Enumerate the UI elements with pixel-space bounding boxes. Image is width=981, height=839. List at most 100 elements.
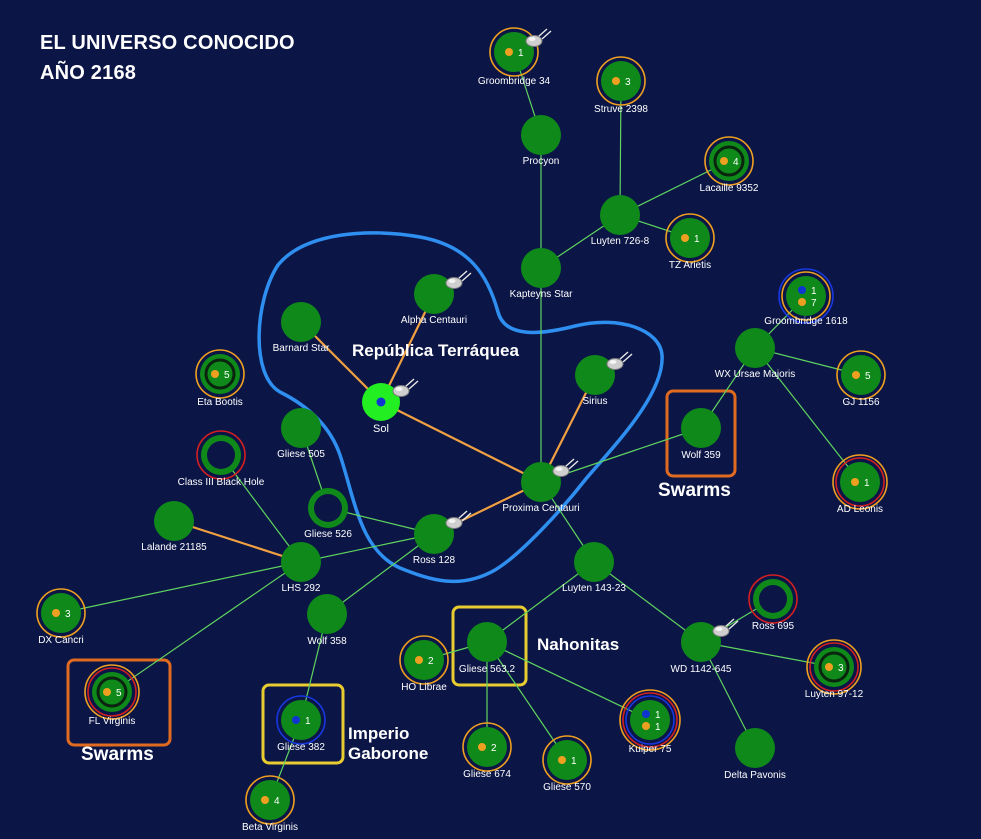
system-label: DX Cancri: [38, 635, 84, 646]
system-procyon[interactable]: Procyon: [521, 115, 561, 167]
system-gliese-563-2[interactable]: Gliese 563.2: [459, 622, 516, 675]
planet-icon: [681, 234, 689, 242]
system-ross-695[interactable]: Ross 695: [748, 574, 798, 632]
system-count: 2: [491, 743, 497, 754]
starship-icon: [712, 618, 739, 637]
system-luyten-143-23[interactable]: Luyten 143-23: [562, 542, 626, 594]
system-count: 1: [305, 716, 311, 727]
system-count: 5: [865, 371, 871, 382]
starship-icon: [445, 270, 472, 289]
system-label: Gliese 382: [277, 742, 325, 753]
lane-lhs-292-to-class-iii-black-hole: [220, 454, 302, 563]
lane-sol-to-proxima-centauri: [380, 401, 542, 483]
system-ring: [836, 350, 886, 400]
system-label: Gliese 674: [463, 769, 511, 780]
system-count: 1: [655, 710, 661, 721]
system-class-iii-black-hole[interactable]: Class III Black Hole: [178, 430, 265, 488]
system-proxima-centauri[interactable]: Proxima Centauri: [502, 458, 580, 514]
system-body: [681, 622, 721, 662]
system-alpha-centauri[interactable]: Alpha Centauri: [401, 270, 472, 326]
system-dx-cancri[interactable]: 3DX Cancri: [36, 588, 86, 646]
swarms-east-box: [665, 389, 737, 478]
planet-icon: [52, 609, 60, 617]
system-ross-128[interactable]: Ross 128: [413, 510, 472, 566]
system-luyten-726-8[interactable]: Luyten 726-8: [591, 195, 650, 247]
system-label: Luyten 143-23: [562, 583, 626, 594]
system-count: 4: [274, 796, 280, 807]
system-ring: [622, 692, 678, 748]
system-body: [521, 115, 561, 155]
system-label: Gliese 570: [543, 782, 591, 793]
starship-icon: [525, 28, 552, 47]
system-kapteyns-star[interactable]: Kapteyns Star: [510, 248, 573, 300]
system-label: WX Ursae Majoris: [715, 369, 796, 380]
system-sol[interactable]: Sol: [362, 378, 419, 435]
system-body: [735, 328, 775, 368]
planet-icon: [415, 656, 423, 664]
system-count: 4: [733, 157, 739, 168]
system-wolf-358[interactable]: Wolf 358: [307, 594, 347, 647]
system-count: 5: [224, 370, 230, 381]
system-barnard-star[interactable]: Barnard Star: [273, 302, 330, 354]
system-lhs-292[interactable]: LHS 292: [281, 542, 321, 594]
system-ring: [399, 635, 449, 685]
system-ring: [835, 457, 885, 507]
system-body: [735, 728, 775, 768]
system-label: Lacaille 9352: [700, 183, 759, 194]
system-ring: [462, 722, 512, 772]
system-wx-ursae-majoris[interactable]: WX Ursae Majoris: [715, 328, 796, 380]
system-label: Sirius: [582, 396, 607, 407]
system-label: LHS 292: [282, 583, 321, 594]
system-inner-ring: [96, 676, 128, 708]
lane-luyten-143-23-to-wd-1142-645: [593, 561, 702, 643]
system-label: Struve 2398: [594, 104, 648, 115]
system-wd-1142-645[interactable]: WD 1142-645: [671, 618, 739, 675]
system-ad-leonis[interactable]: 1AD Leonis: [832, 454, 888, 515]
system-ho-librae[interactable]: 2HO Librae: [399, 635, 449, 693]
system-wolf-359[interactable]: Wolf 359: [681, 408, 721, 461]
system-gj-1156[interactable]: 5GJ 1156: [836, 350, 886, 408]
system-delta-pavonis[interactable]: Delta Pavonis: [724, 728, 786, 781]
system-label: Gliese 526: [304, 529, 352, 540]
system-tz-arietis[interactable]: 1 TZ Arietis: [665, 213, 715, 271]
map-title-line1: EL UNIVERSO CONOCIDO: [40, 32, 295, 54]
planet-icon: [851, 478, 859, 486]
system-label: Ross 695: [752, 621, 795, 632]
system-fl-virginis[interactable]: 5FL Virginis: [84, 664, 140, 727]
planet-icon: [720, 157, 728, 165]
system-lalande-21185[interactable]: Lalande 21185: [141, 501, 207, 553]
system-body: [670, 218, 710, 258]
system-gliese-505[interactable]: Gliese 505: [277, 408, 325, 460]
system-ring: [84, 664, 140, 720]
system-ring: [245, 775, 295, 825]
system-sirius[interactable]: Sirius: [575, 351, 633, 407]
system-body: [681, 408, 721, 448]
planet-icon: [825, 663, 833, 671]
system-body: [281, 408, 321, 448]
system-inner-ring: [713, 145, 745, 177]
nahonitas-box: [451, 605, 528, 687]
system-label: TZ Arietis: [669, 260, 711, 271]
system-gliese-526[interactable]: Gliese 526: [304, 488, 352, 540]
system-ring: [665, 213, 715, 263]
system-label: HO Librae: [401, 682, 447, 693]
system-ring: [36, 588, 86, 638]
planet-icon: [852, 371, 860, 379]
system-label: Groombridge 1618: [764, 316, 848, 327]
lane-lacaille-9352-to-luyten-726-8: [619, 160, 730, 216]
system-label: Wolf 359: [681, 450, 721, 461]
system-label: Alpha Centauri: [401, 315, 467, 326]
system-count: 1: [694, 234, 700, 245]
